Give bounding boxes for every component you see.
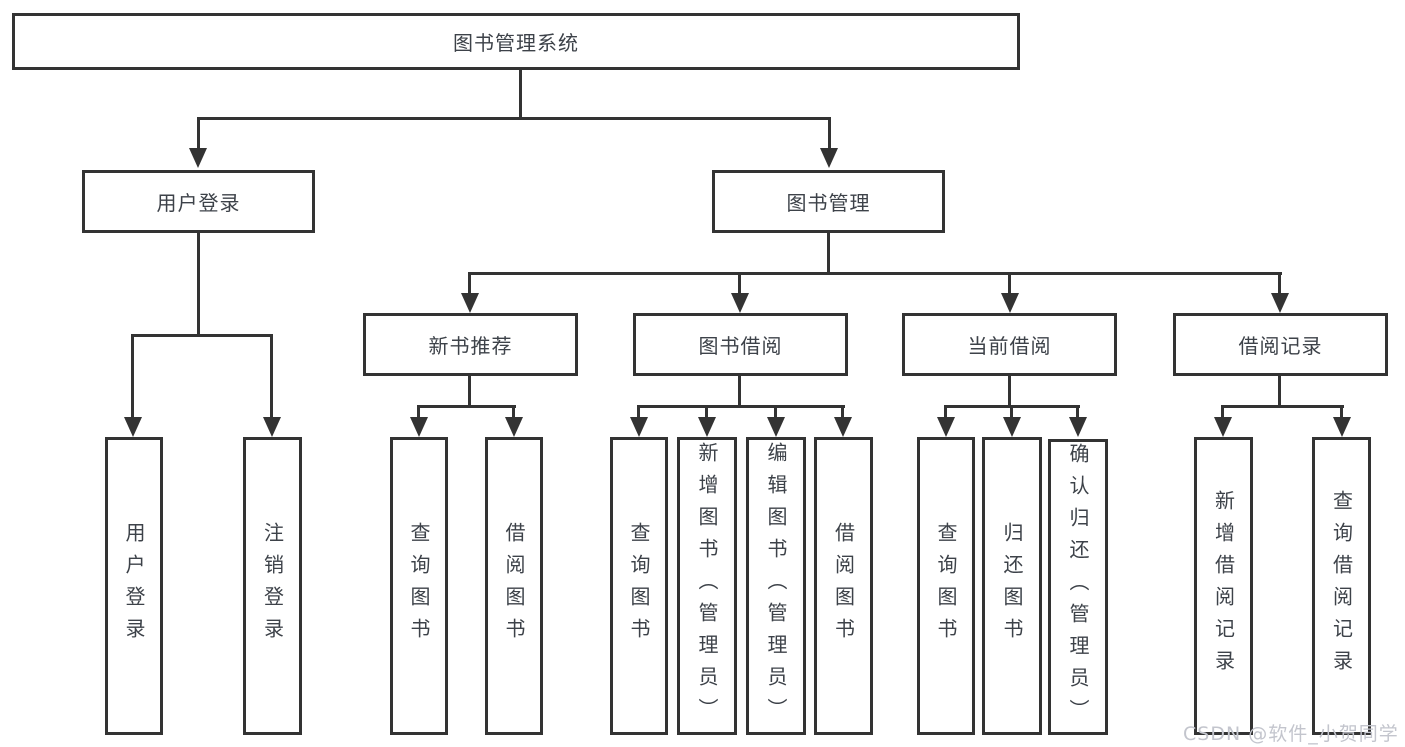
- arrow-down-icon: [1001, 293, 1019, 313]
- leaf-borrow-books: 借阅图书: [485, 437, 543, 735]
- connector-current-stem: [1008, 374, 1011, 407]
- connector-to-leaf: [131, 334, 134, 417]
- arrow-down-icon: [124, 417, 142, 437]
- leaf-label: 确认归还（管理员）: [1066, 443, 1090, 731]
- leaf-borrow-books: 借阅图书: [814, 437, 873, 735]
- connector-to-leaf: [705, 405, 708, 419]
- node-borrowing-records: 借阅记录: [1173, 313, 1388, 376]
- leaf-search-books: 查询图书: [610, 437, 668, 735]
- connector-root-rail: [197, 117, 831, 120]
- node-root: 图书管理系统: [12, 13, 1020, 70]
- leaf-return-books: 归还图书: [982, 437, 1042, 735]
- leaf-search-books: 查询图书: [390, 437, 448, 735]
- leaf-label: 查询图书: [627, 522, 651, 650]
- connector-book-mgmt-rail: [468, 272, 1282, 275]
- arrow-down-icon: [820, 148, 838, 168]
- leaf-label: 用户登录: [122, 522, 146, 650]
- arrow-down-icon: [410, 417, 428, 437]
- connector-to-leaf: [637, 405, 640, 419]
- connector-user-login-rail: [131, 334, 273, 337]
- connector-borrowing-rail: [637, 405, 845, 408]
- arrow-down-icon: [1003, 417, 1021, 437]
- node-user-login: 用户登录: [82, 170, 315, 233]
- arrow-down-icon: [1271, 293, 1289, 313]
- arrow-down-icon: [767, 417, 785, 437]
- arrow-down-icon: [189, 148, 207, 168]
- connector-records-stem: [1278, 374, 1281, 407]
- leaf-label: 查询图书: [407, 522, 431, 650]
- connector-to-new-books: [468, 272, 471, 296]
- leaf-logout: 注销登录: [243, 437, 302, 735]
- node-current-borrowing-label: 当前借阅: [967, 334, 1052, 358]
- node-book-borrowing-label: 图书借阅: [698, 334, 783, 358]
- leaf-label: 注销登录: [260, 522, 285, 650]
- connector-new-books-stem: [468, 374, 471, 407]
- arrow-down-icon: [834, 417, 852, 437]
- leaf-label: 归还图书: [1000, 522, 1024, 650]
- connector-root-stem: [519, 70, 522, 118]
- arrow-down-icon: [1214, 417, 1232, 437]
- arrow-down-icon: [263, 417, 281, 437]
- node-user-login-label: 用户登录: [156, 191, 241, 215]
- arrow-down-icon: [731, 293, 749, 313]
- connector-to-leaf: [512, 405, 515, 419]
- leaf-label: 借阅图书: [831, 522, 856, 650]
- connector-to-user-login: [197, 117, 200, 150]
- leaf-label: 新增借阅记录: [1211, 490, 1236, 682]
- leaf-label: 查询借阅记录: [1329, 490, 1354, 682]
- node-book-mgmt-label: 图书管理: [786, 191, 871, 215]
- connector-to-records: [1278, 272, 1281, 296]
- connector-to-borrowing: [738, 272, 741, 296]
- leaf-confirm-return-admin: 确认归还（管理员）: [1048, 439, 1108, 735]
- connector-to-book-mgmt: [828, 117, 831, 150]
- leaf-label: 借阅图书: [502, 522, 526, 650]
- leaf-label: 新增图书（管理员）: [695, 442, 719, 730]
- node-book-borrowing: 图书借阅: [633, 313, 848, 376]
- node-current-borrowing: 当前借阅: [902, 313, 1117, 376]
- connector-to-leaf: [944, 405, 947, 419]
- csdn-watermark: CSDN @软件_小贺同学: [1183, 723, 1399, 745]
- connector-user-login-stem: [197, 233, 200, 337]
- leaf-search-borrow-record: 查询借阅记录: [1312, 437, 1371, 735]
- connector-to-leaf: [774, 405, 777, 419]
- connector-to-leaf: [1340, 405, 1343, 419]
- leaf-label: 查询图书: [934, 522, 958, 650]
- connector-to-leaf: [417, 405, 420, 419]
- arrow-down-icon: [937, 417, 955, 437]
- connector-to-current: [1008, 272, 1011, 296]
- arrow-down-icon: [461, 293, 479, 313]
- connector-records-rail: [1221, 405, 1344, 408]
- leaf-label: 编辑图书（管理员）: [764, 442, 788, 730]
- connector-to-leaf: [270, 334, 273, 417]
- connector-to-leaf: [841, 405, 844, 419]
- leaf-add-books-admin: 新增图书（管理员）: [677, 437, 737, 735]
- node-borrowing-records-label: 借阅记录: [1238, 334, 1323, 358]
- leaf-add-borrow-record: 新增借阅记录: [1194, 437, 1253, 735]
- connector-to-leaf: [1010, 405, 1013, 419]
- node-new-books: 新书推荐: [363, 313, 578, 376]
- connector-to-leaf: [1221, 405, 1224, 419]
- leaf-search-books: 查询图书: [917, 437, 975, 735]
- connector-borrowing-stem: [738, 374, 741, 407]
- arrow-down-icon: [698, 417, 716, 437]
- leaf-edit-books-admin: 编辑图书（管理员）: [746, 437, 806, 735]
- arrow-down-icon: [505, 417, 523, 437]
- arrow-down-icon: [630, 417, 648, 437]
- arrow-down-icon: [1069, 417, 1087, 437]
- connector-book-mgmt-stem: [827, 233, 830, 274]
- connector-to-leaf: [1076, 405, 1079, 419]
- node-book-mgmt: 图书管理: [712, 170, 945, 233]
- node-root-label: 图书管理系统: [453, 31, 579, 55]
- leaf-user-login: 用户登录: [105, 437, 163, 735]
- arrow-down-icon: [1333, 417, 1351, 437]
- node-new-books-label: 新书推荐: [428, 334, 513, 358]
- connector-new-books-rail: [417, 405, 516, 408]
